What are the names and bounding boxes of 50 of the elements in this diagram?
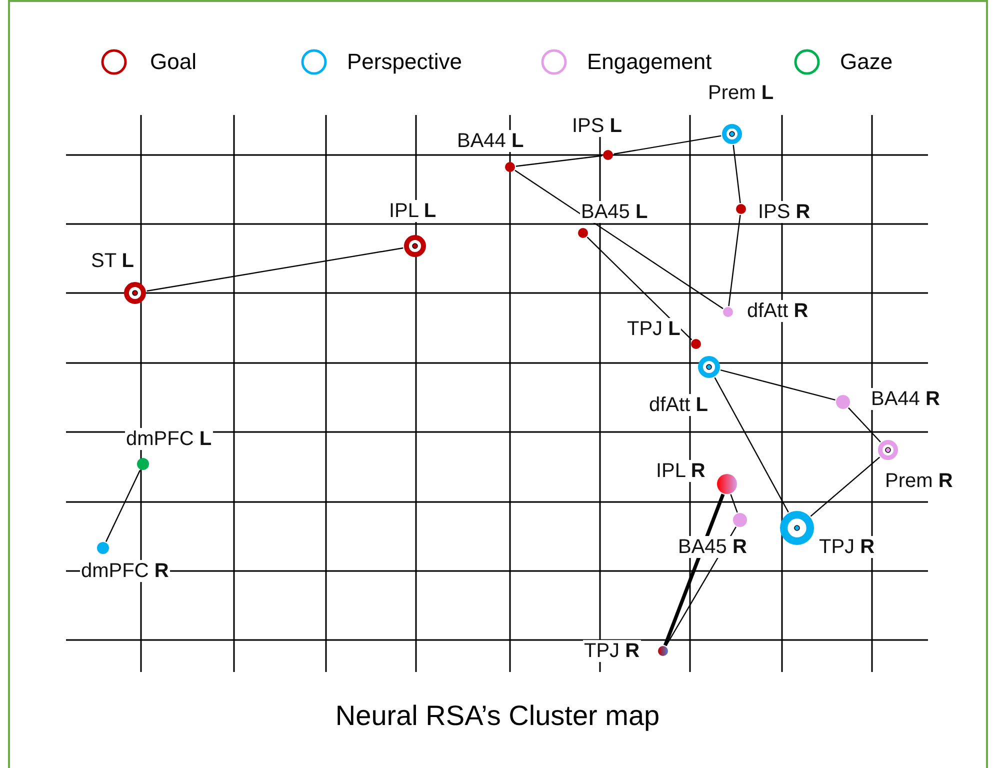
- connector-line: [728, 214, 741, 306]
- region-label: dmPFC L: [125, 428, 213, 450]
- connector-line: [105, 470, 141, 542]
- connector-line: [730, 494, 738, 513]
- legend-label: Gaze: [840, 49, 893, 75]
- legend-label: Perspective: [347, 49, 462, 75]
- ring-marker: [779, 510, 815, 546]
- dot-marker: [504, 161, 516, 173]
- region-label: TPJ R: [583, 640, 641, 662]
- connector-line: [732, 144, 741, 204]
- dot-marker: [722, 306, 734, 318]
- region-label: dfAtt L: [648, 394, 709, 416]
- connector-line: [614, 135, 722, 155]
- region-label: TPJ R: [818, 536, 876, 558]
- region-label: dmPFC R: [80, 560, 170, 582]
- region-label: BA45 L: [580, 201, 649, 223]
- region-label: BA45 R: [677, 536, 748, 558]
- dot-marker: [732, 512, 748, 528]
- ring-marker: [877, 439, 899, 461]
- connector-line: [810, 456, 880, 517]
- connector-line: [514, 170, 724, 310]
- legend-label: Engagement: [587, 49, 712, 75]
- dot-marker: [577, 227, 589, 239]
- dot-marker: [690, 338, 702, 350]
- legend-label: Goal: [150, 49, 196, 75]
- ring-marker: [697, 355, 721, 379]
- connector-line: [586, 236, 692, 340]
- region-label: dfAtt R: [746, 300, 810, 322]
- caption: Neural RSA’s Cluster map: [335, 700, 660, 732]
- dot-marker: [136, 457, 150, 471]
- dot-marker: [735, 203, 747, 215]
- region-label: IPL R: [655, 460, 706, 482]
- region-label: BA44 R: [870, 388, 941, 410]
- region-label: IPS L: [571, 115, 624, 137]
- connector-line: [516, 155, 602, 167]
- connector-line: [146, 247, 404, 292]
- dot-marker: [657, 645, 669, 657]
- ring-marker: [123, 281, 147, 305]
- dot-marker: [835, 394, 851, 410]
- dot-marker: [716, 473, 738, 495]
- connector-line: [714, 377, 789, 512]
- connector-line: [720, 369, 836, 401]
- connector-line: [848, 407, 881, 442]
- ring-marker: [721, 123, 743, 145]
- dot-marker: [602, 149, 614, 161]
- region-label: IPS R: [757, 201, 812, 223]
- region-label: BA44 L: [456, 130, 525, 152]
- region-label: IPL L: [388, 200, 438, 222]
- ring-marker: [403, 234, 427, 258]
- dot-marker: [96, 541, 110, 555]
